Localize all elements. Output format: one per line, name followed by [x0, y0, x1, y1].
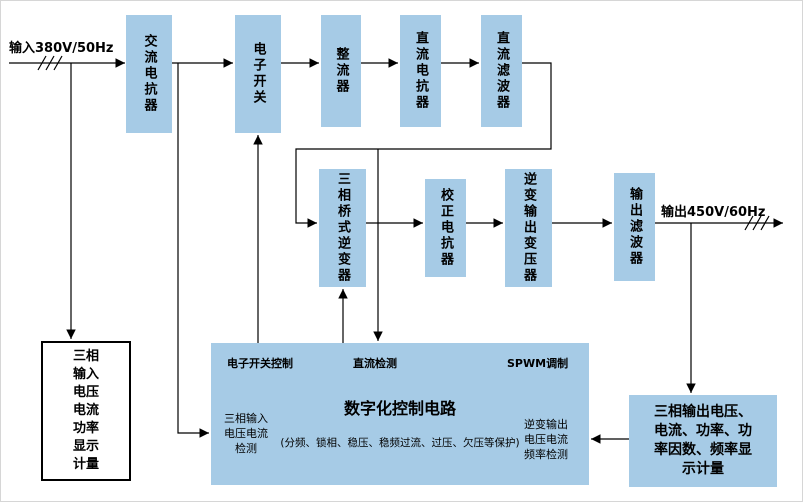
label-spwm: SPWM调制 — [507, 357, 569, 370]
wire-dclink-to-inverter — [295, 62, 552, 228]
block-label-dc-reactor: 直流电抗器 — [413, 31, 428, 111]
label-switch-control: 电子开关控制 — [227, 357, 293, 370]
block-label-output-meter: 三相输出电压、电流、功率、功率因数、频率显示计量 — [654, 404, 752, 477]
block-label-output-filter: 输出滤波器 — [627, 187, 642, 267]
block-label-ac-reactor: 交流电抗器 — [141, 34, 157, 114]
block-output-meter: 三相输出电压、电流、功率、功率因数、频率显示计量 — [629, 395, 777, 487]
block-digital-control-circuit: 电子开关控制 直流检测 SPWM调制 数字化控制电路 (分频、锁相、稳压、稳频过… — [211, 343, 589, 485]
block-rectifier: 整流器 — [321, 15, 361, 127]
control-circuit-subtitle: (分频、锁相、稳压、稳频过流、过压、欠压等保护) — [280, 437, 520, 449]
block-correction-reactor: 校正电抗器 — [425, 179, 466, 277]
block-output-transformer: 逆变输出变压器 — [505, 169, 552, 287]
wire-input-detect — [177, 63, 209, 438]
three-phase-slash-icon-output — [744, 215, 770, 231]
label-dc-detect: 直流检测 — [353, 357, 397, 370]
block-dc-reactor: 直流电抗器 — [400, 15, 441, 127]
block-inverter: 三相桥式逆变器 — [319, 169, 366, 287]
block-ac-reactor: 交流电抗器 — [126, 15, 172, 133]
block-electronic-switch: 电子开关 — [235, 15, 281, 133]
block-label-dc-filter: 直流滤波器 — [494, 31, 509, 111]
block-label-rectifier: 整流器 — [333, 47, 349, 95]
input-label: 输入380V/50Hz — [9, 41, 114, 56]
block-label-input-meter: 三相输入电压电流功率显示计量 — [72, 349, 99, 472]
block-input-meter: 三相输入电压电流功率显示计量 — [41, 341, 131, 481]
block-label-correction-reactor: 校正电抗器 — [438, 188, 453, 268]
control-circuit-title: 数字化控制电路 — [343, 399, 456, 418]
block-label-electronic-switch: 电子开关 — [250, 42, 266, 106]
output-label: 输出450V/60Hz — [661, 205, 766, 220]
block-output-filter: 输出滤波器 — [614, 173, 655, 281]
label-output-detect: 逆变输出电压电流频率检测 — [524, 418, 568, 461]
block-label-output-transformer: 逆变输出变压器 — [521, 172, 536, 284]
label-input-detect: 三相输入电压电流检测 — [224, 412, 268, 455]
three-phase-slash-icon — [37, 55, 63, 71]
block-label-inverter: 三相桥式逆变器 — [335, 172, 350, 284]
block-dc-filter: 直流滤波器 — [481, 15, 522, 127]
